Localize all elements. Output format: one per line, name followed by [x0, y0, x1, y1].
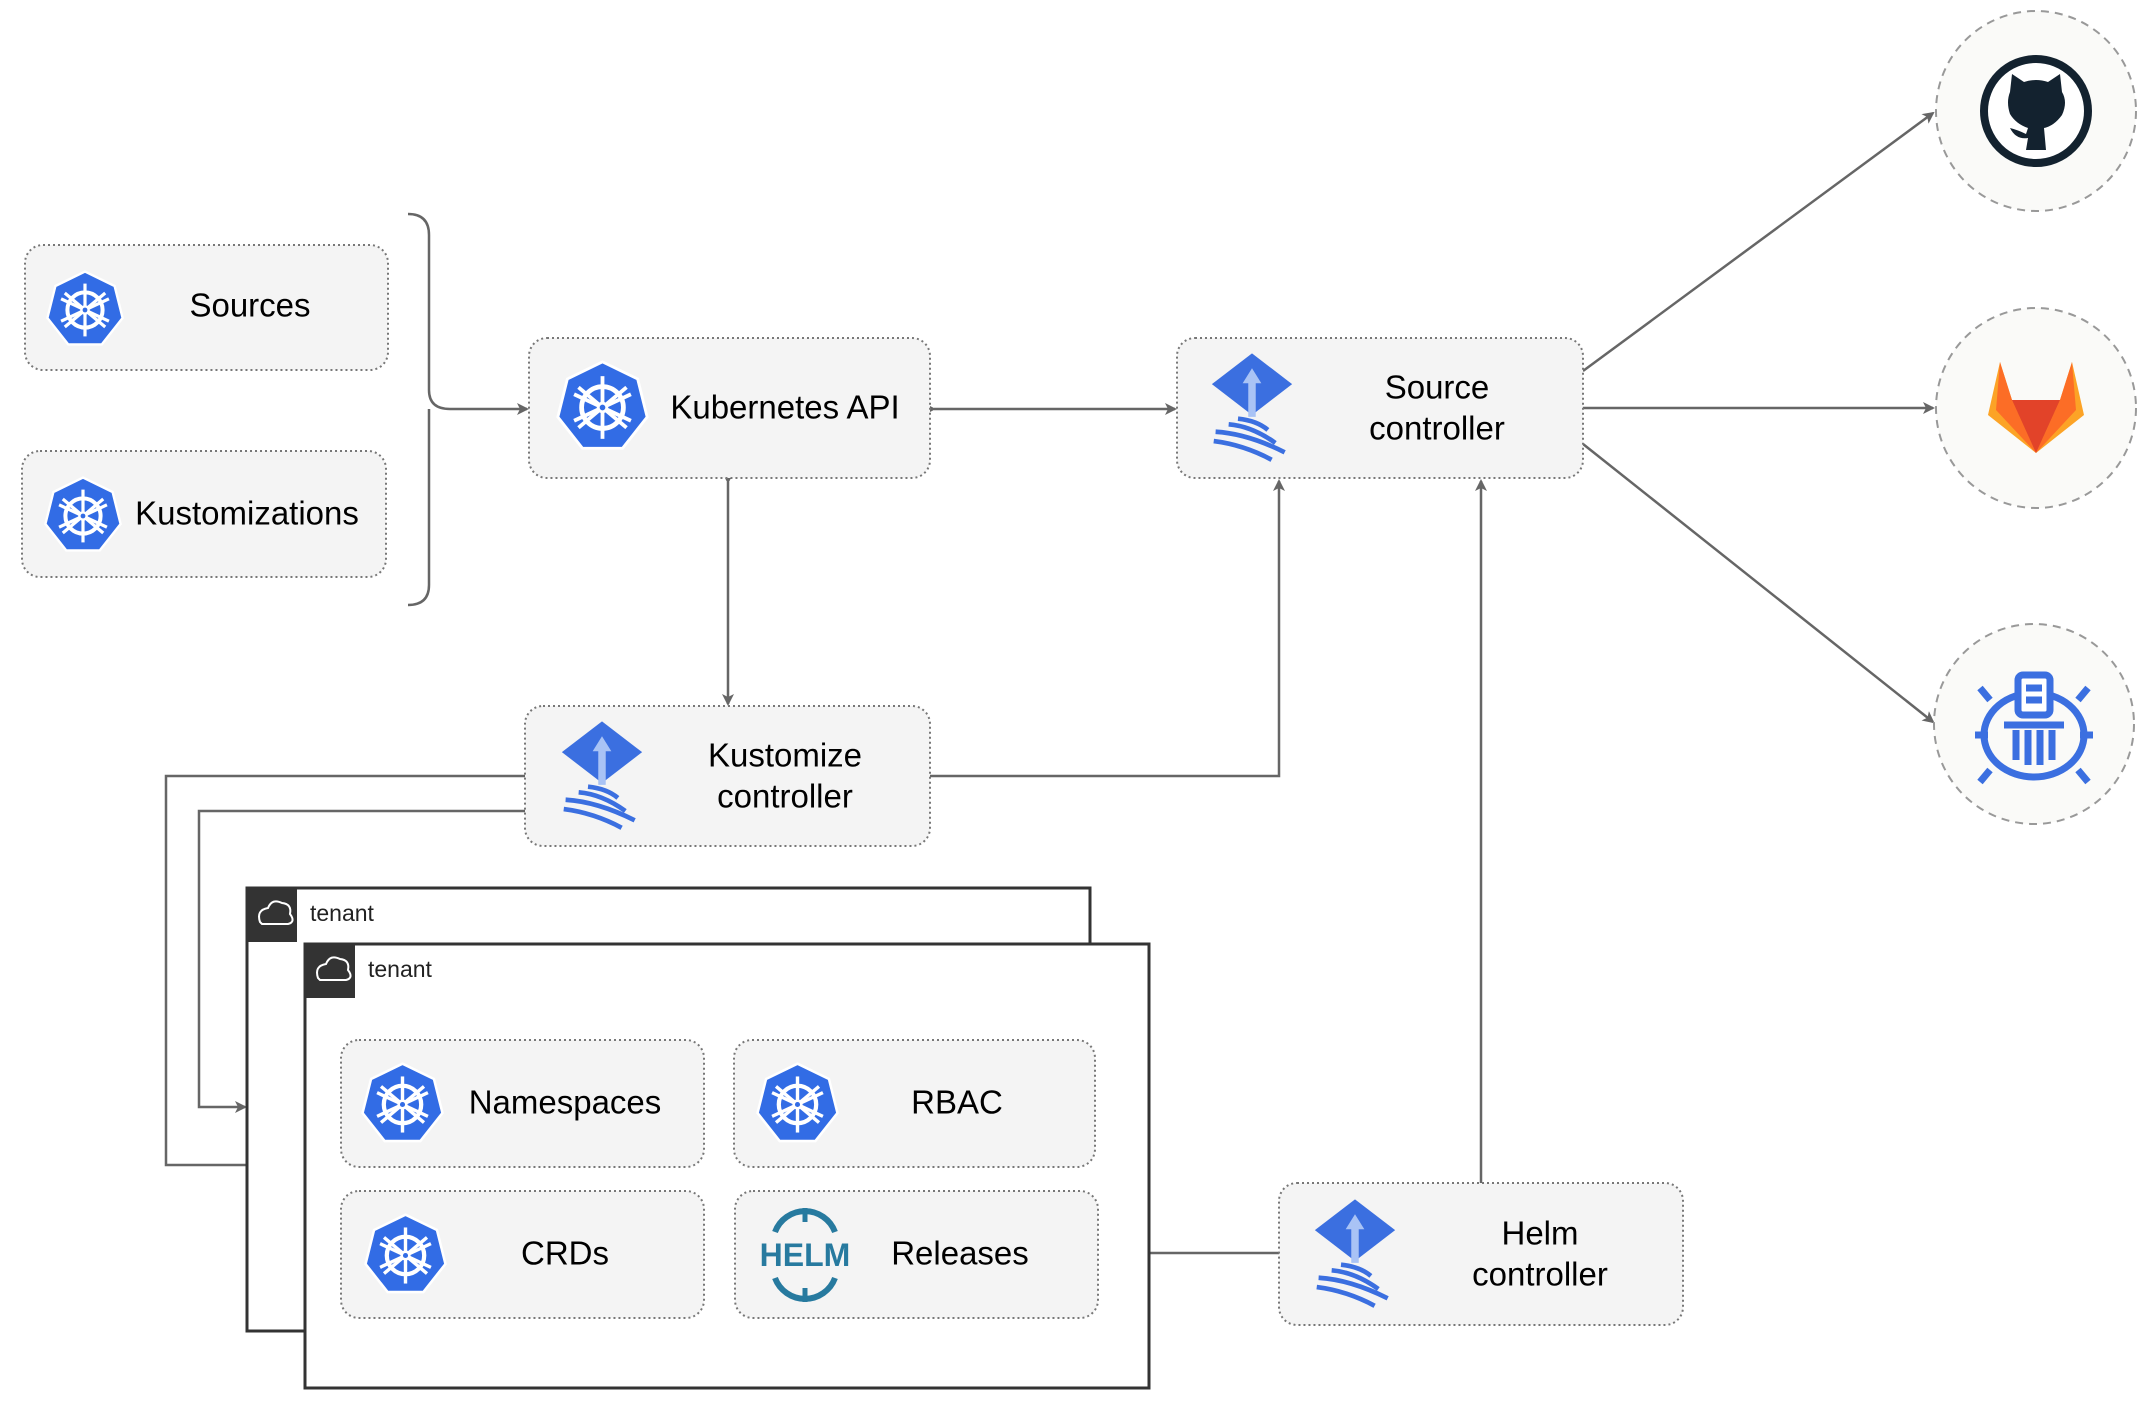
kustomizations-label: Kustomizations: [135, 495, 359, 532]
crds-label: CRDs: [521, 1235, 609, 1272]
kustomizations-node[interactable]: Kustomizations: [21, 450, 387, 578]
releases-label: Releases: [891, 1235, 1029, 1272]
kustomize-controller-label-line1: Kustomize: [708, 737, 862, 774]
releases-node[interactable]: HELM Releases: [734, 1190, 1099, 1319]
kubernetes-api-node[interactable]: Kubernetes API: [528, 337, 931, 479]
github-icon: [1980, 55, 2092, 167]
edge-kustomize-to-source-controller: [930, 479, 1285, 778]
bucket-icon: [1975, 671, 2093, 785]
rbac-label: RBAC: [911, 1084, 1003, 1121]
gitlab-node[interactable]: [1935, 307, 2137, 509]
tenant-label: tenant: [368, 956, 433, 982]
kustomize-controller-node[interactable]: Kustomize controller: [524, 705, 931, 847]
cloud-icon-bg: [305, 944, 355, 998]
github-node[interactable]: [1935, 10, 2137, 212]
edge-kustomize-to-tenant-back: [197, 809, 525, 1113]
source-controller-label-line1: Source: [1385, 369, 1490, 406]
helm-icon: HELM: [760, 1208, 851, 1302]
cloud-icon: [258, 900, 294, 925]
cloud-icon: [316, 956, 352, 981]
kustomize-controller-label-line2: controller: [717, 778, 853, 815]
helm-controller-node[interactable]: Helm controller: [1278, 1182, 1684, 1326]
edge-source-to-github: [1582, 111, 1935, 373]
namespaces-label: Namespaces: [469, 1084, 662, 1121]
bracket-arrow-to-kubernetes-api: [407, 212, 529, 415]
edge-kustomize-to-tenant-front: [164, 774, 525, 1171]
gitlab-icon: [1988, 362, 2084, 453]
source-controller-node[interactable]: Source controller: [1176, 337, 1584, 479]
crds-node[interactable]: CRDs: [340, 1190, 705, 1319]
tenant-label: tenant: [310, 900, 375, 926]
bucket-node[interactable]: [1933, 623, 2135, 825]
source-controller-label-line2: controller: [1369, 410, 1505, 447]
tenant-front[interactable]: tenant Namespaces RBAC CRDs HELM Release…: [303, 942, 1151, 1390]
sources-node[interactable]: Sources: [24, 244, 389, 371]
bracket-lower: [407, 408, 431, 607]
edge-source-to-bucket: [1582, 443, 1935, 724]
helm-controller-label-line1: Helm: [1501, 1215, 1578, 1252]
rbac-node[interactable]: RBAC: [733, 1039, 1096, 1168]
helm-controller-label-line2: controller: [1472, 1256, 1608, 1293]
sources-label: Sources: [189, 287, 310, 324]
namespaces-node[interactable]: Namespaces: [340, 1039, 705, 1168]
helm-logo-text: HELM: [760, 1237, 851, 1273]
kubernetes-api-label: Kubernetes API: [670, 389, 899, 426]
cloud-icon-bg: [247, 888, 297, 942]
